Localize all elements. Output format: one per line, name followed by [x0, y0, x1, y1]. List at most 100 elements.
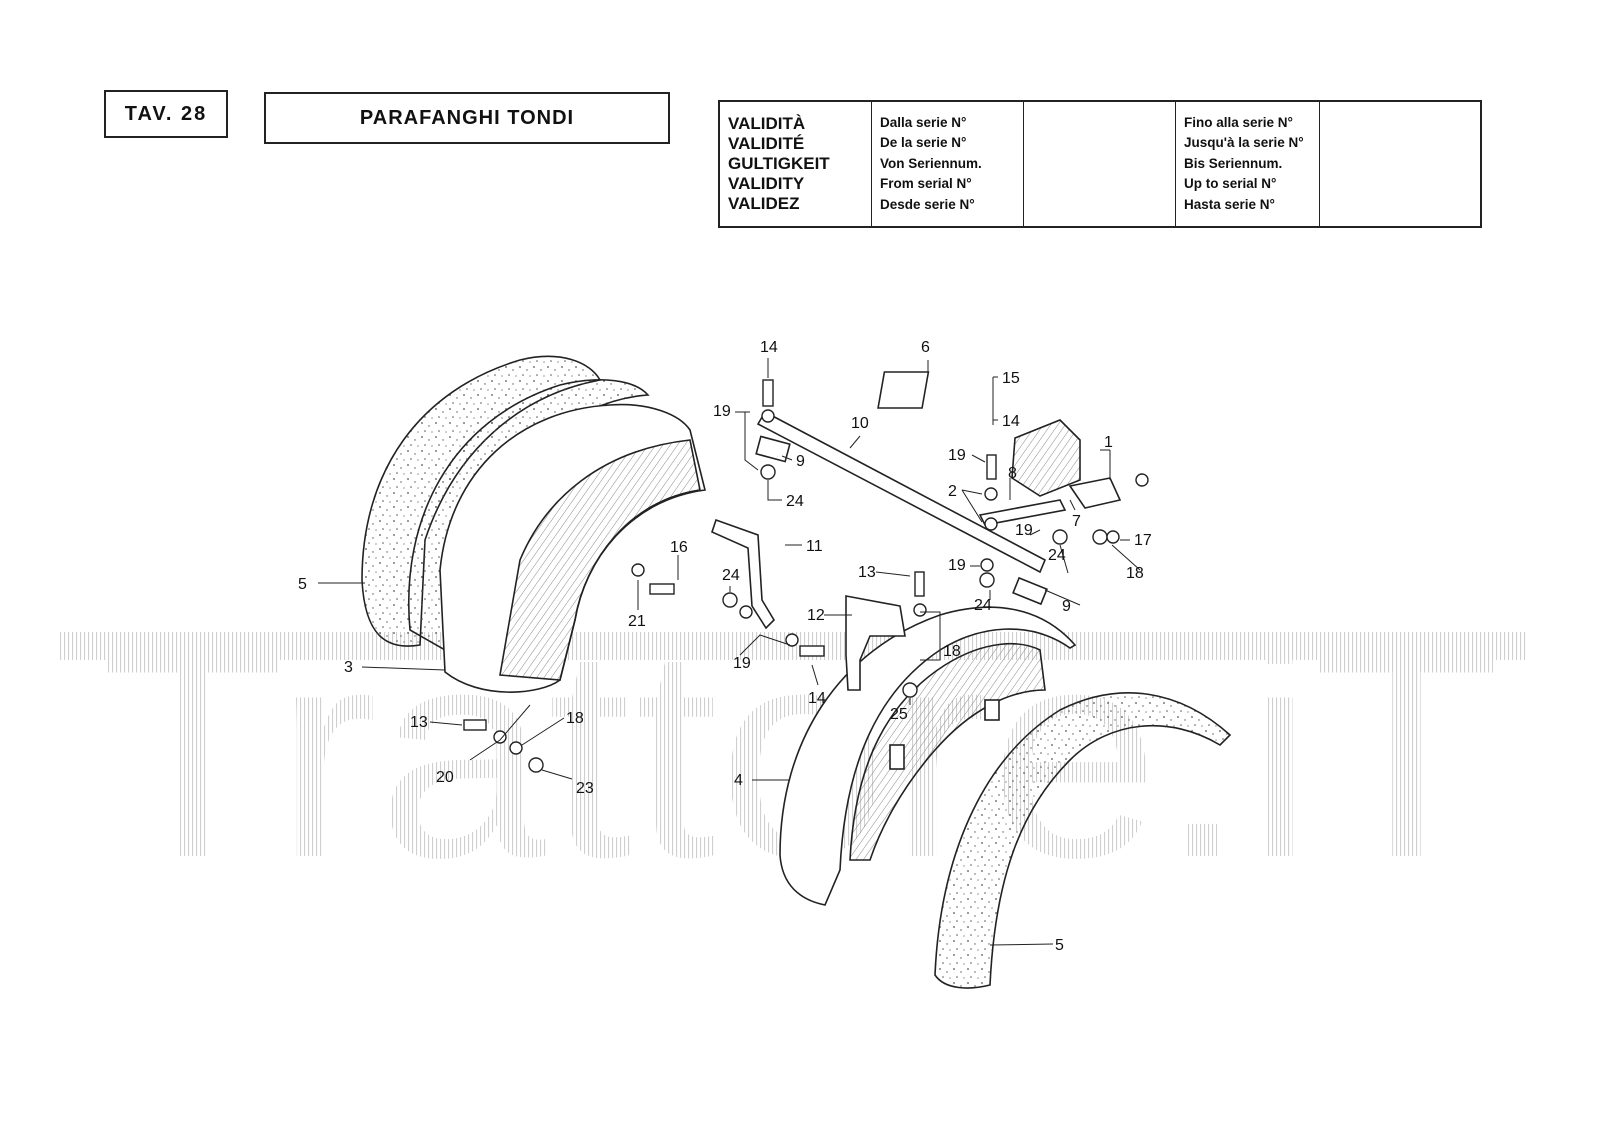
from-serial-label: Von Seriennum.: [880, 155, 982, 171]
callout-24: 24: [974, 597, 992, 614]
callout-19: 19: [1015, 522, 1033, 539]
bolt-13-mid: [914, 571, 925, 597]
bolt-19-light: [986, 454, 997, 480]
nut-24-left: [722, 592, 738, 608]
callout-24: 24: [786, 493, 804, 510]
washer-21: [631, 563, 645, 577]
washer-20: [493, 730, 507, 744]
from-serial-label: De la serie N°: [880, 135, 967, 151]
validity-label: VALIDITÀ: [728, 114, 806, 133]
callout-23: 23: [576, 780, 594, 797]
bolt-14-left: [799, 645, 825, 657]
callout-9: 9: [1062, 598, 1071, 615]
callout-18: 18: [943, 643, 961, 660]
washer-18-left: [509, 741, 523, 755]
nut-17: [1106, 530, 1120, 544]
callout-2: 2: [948, 483, 957, 500]
to-serial-label: Bis Seriennum.: [1184, 155, 1283, 171]
washer-19-top: [761, 409, 775, 423]
callout-8: 8: [1008, 465, 1017, 482]
bracket-11: [711, 518, 776, 630]
nut-24-lower: [979, 572, 995, 588]
callout-14: 14: [1002, 413, 1020, 430]
title-box: PARAFANGHI TONDI: [264, 92, 670, 144]
washer-2a: [984, 487, 998, 501]
left-fender-assembly: [361, 355, 706, 693]
callout-14: 14: [760, 339, 778, 356]
callout-24: 24: [1048, 547, 1066, 564]
from-serial-label: From serial N°: [880, 176, 972, 192]
washer-19-left: [739, 605, 753, 619]
validity-table: VALIDITÀ VALIDITÉ GULTIGKEIT VALIDITY VA…: [718, 100, 1482, 228]
callout-22: 18: [1126, 565, 1144, 582]
validity-label: VALIDEZ: [728, 194, 800, 213]
to-serial-label: Up to serial N°: [1184, 176, 1277, 192]
table-number: TAV. 28: [124, 102, 208, 125]
callout-21: 21: [628, 613, 646, 630]
fender-5-right: [934, 692, 1232, 989]
fender-4-panel: [849, 642, 1046, 861]
callout-18: 18: [566, 710, 584, 727]
plate-9-top: [755, 435, 791, 463]
callout-5: 5: [298, 576, 307, 593]
fender-3-panel: [499, 439, 701, 681]
validity-labels: VALIDITÀ VALIDITÉ GULTIGKEIT VALIDITY VA…: [720, 102, 872, 226]
rear-light-assembly: [978, 419, 1122, 526]
washer-22: [1092, 529, 1108, 545]
cross-bar-assembly: [711, 371, 1048, 691]
bolt-16: [649, 583, 675, 595]
rear-light-body: [1011, 419, 1081, 497]
callout-labels: 14 6 19 10 9 24 15 14 19 8 2 1 7 19 17 2…: [298, 339, 1152, 954]
to-serial-label: Jusqu'à la serie N°: [1184, 135, 1304, 151]
callout-19: 19: [948, 557, 966, 574]
hardware: [463, 379, 1149, 773]
callout-11: 11: [806, 538, 823, 555]
leader-lines: [318, 358, 1141, 946]
callout-20: 20: [436, 769, 454, 786]
callout-19: 19: [713, 403, 731, 420]
link-plate-8: [978, 499, 1067, 526]
callout-19: 19: [733, 655, 751, 672]
validity-label: VALIDITÉ: [728, 134, 805, 153]
right-fender-assembly: [934, 692, 1232, 989]
knob-1: [1135, 473, 1149, 487]
to-serial-label: Fino alla serie N°: [1184, 114, 1293, 130]
fender-4-bracket-a: [889, 744, 905, 770]
from-serial-label: Dalla serie N°: [880, 114, 967, 130]
callout-17: 17: [1134, 532, 1152, 549]
callout-12: 12: [807, 607, 825, 624]
nut-23: [528, 757, 544, 773]
callout-13: 13: [858, 564, 876, 581]
validity-label: VALIDITY: [728, 174, 805, 193]
nut-24-mid: [1052, 529, 1068, 545]
bolt-14-top: [762, 379, 774, 407]
callout-15: 15: [1002, 370, 1020, 387]
callout-19: 19: [948, 447, 966, 464]
washer-19-mid: [980, 558, 994, 572]
fender-4-bracket-b: [984, 699, 1000, 721]
callout-9: 9: [796, 453, 805, 470]
callout-3: 3: [344, 659, 353, 676]
nut-24-top: [760, 464, 776, 480]
callout-1: 1: [1104, 434, 1113, 451]
from-serial-label: Desde serie N°: [880, 196, 975, 212]
washer-18-mid: [913, 603, 927, 617]
callout-24: 24: [722, 567, 740, 584]
callout-16: 16: [670, 539, 688, 556]
bracket-12: [845, 595, 906, 691]
callout-14: 14: [808, 690, 826, 707]
from-serial-labels: Dalla serie N° De la serie N° Von Serien…: [872, 102, 1024, 226]
validity-label: GULTIGKEIT: [728, 154, 830, 173]
page-title: PARAFANGHI TONDI: [359, 106, 575, 129]
callout-5: 5: [1055, 937, 1064, 954]
callout-4: 4: [734, 772, 743, 789]
to-serial-label: Hasta serie N°: [1184, 196, 1275, 212]
callout-7: 7: [1072, 513, 1081, 530]
light-plate-6: [877, 371, 930, 409]
cross-bar-10: [756, 410, 1047, 574]
callout-10: 10: [851, 415, 869, 432]
callout-25: 25: [890, 706, 908, 723]
bolt-13-left: [463, 719, 487, 731]
washer-19-right: [785, 633, 799, 647]
washer-2b: [984, 517, 998, 531]
